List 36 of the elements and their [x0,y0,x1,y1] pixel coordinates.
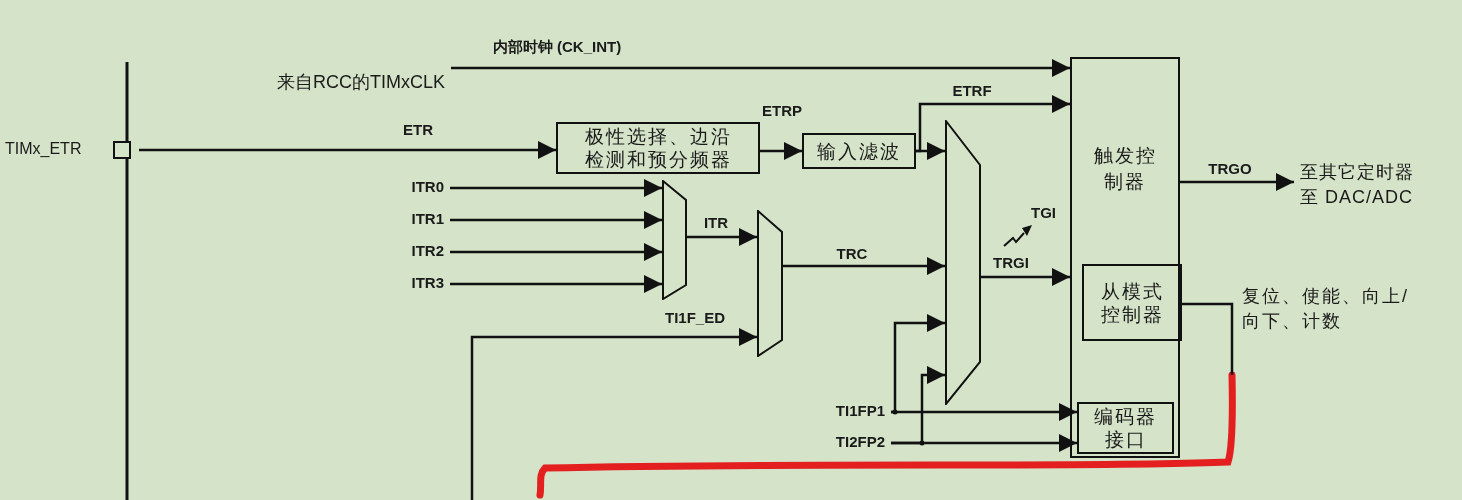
arrow [450,243,662,261]
process-box: 输入滤波 [802,133,916,169]
output-text: 至 DAC/ADC [1300,186,1414,209]
arrow [139,141,556,159]
signal-name: ITR3 [392,274,444,294]
arrow [687,228,757,246]
arrow [891,314,945,414]
arrow [451,59,1070,77]
arrow [981,268,1070,286]
box-label: 触发控制器 [1092,144,1158,194]
arrow [916,95,1070,153]
connector-line [1182,302,1234,375]
signal-name: TI1FP1 [795,402,885,422]
edge-label: 内部时钟 (CK_INT) [490,38,624,57]
process-box: 极性选择、边沿检测和预分频器 [556,122,760,174]
signal-name: TI2FP2 [795,433,885,453]
signal-name: ITR1 [392,210,444,230]
process-box: 编码器接口 [1077,402,1174,454]
arrow [470,328,757,500]
pin-label: TIMx_ETR [5,140,82,158]
note-text: 复位、使能、向上/向下、计数 [1242,285,1410,333]
arrow [450,275,662,293]
arrow [891,434,1077,452]
arrow [1180,173,1294,191]
source-text: 来自RCC的TIMxCLK [235,70,445,94]
arrow [783,257,945,275]
process-box: 从模式控制器 [1082,264,1182,341]
trigger-controller-box [1070,57,1180,458]
signal-name: TGI [1031,204,1056,221]
arrow [891,403,1077,421]
signal-name: ITR2 [392,242,444,262]
signal-name: ITR0 [392,178,444,198]
output-text: 至其它定时器 [1300,161,1415,184]
arrow [450,211,662,229]
arrow [450,179,662,197]
arrow [760,142,802,160]
